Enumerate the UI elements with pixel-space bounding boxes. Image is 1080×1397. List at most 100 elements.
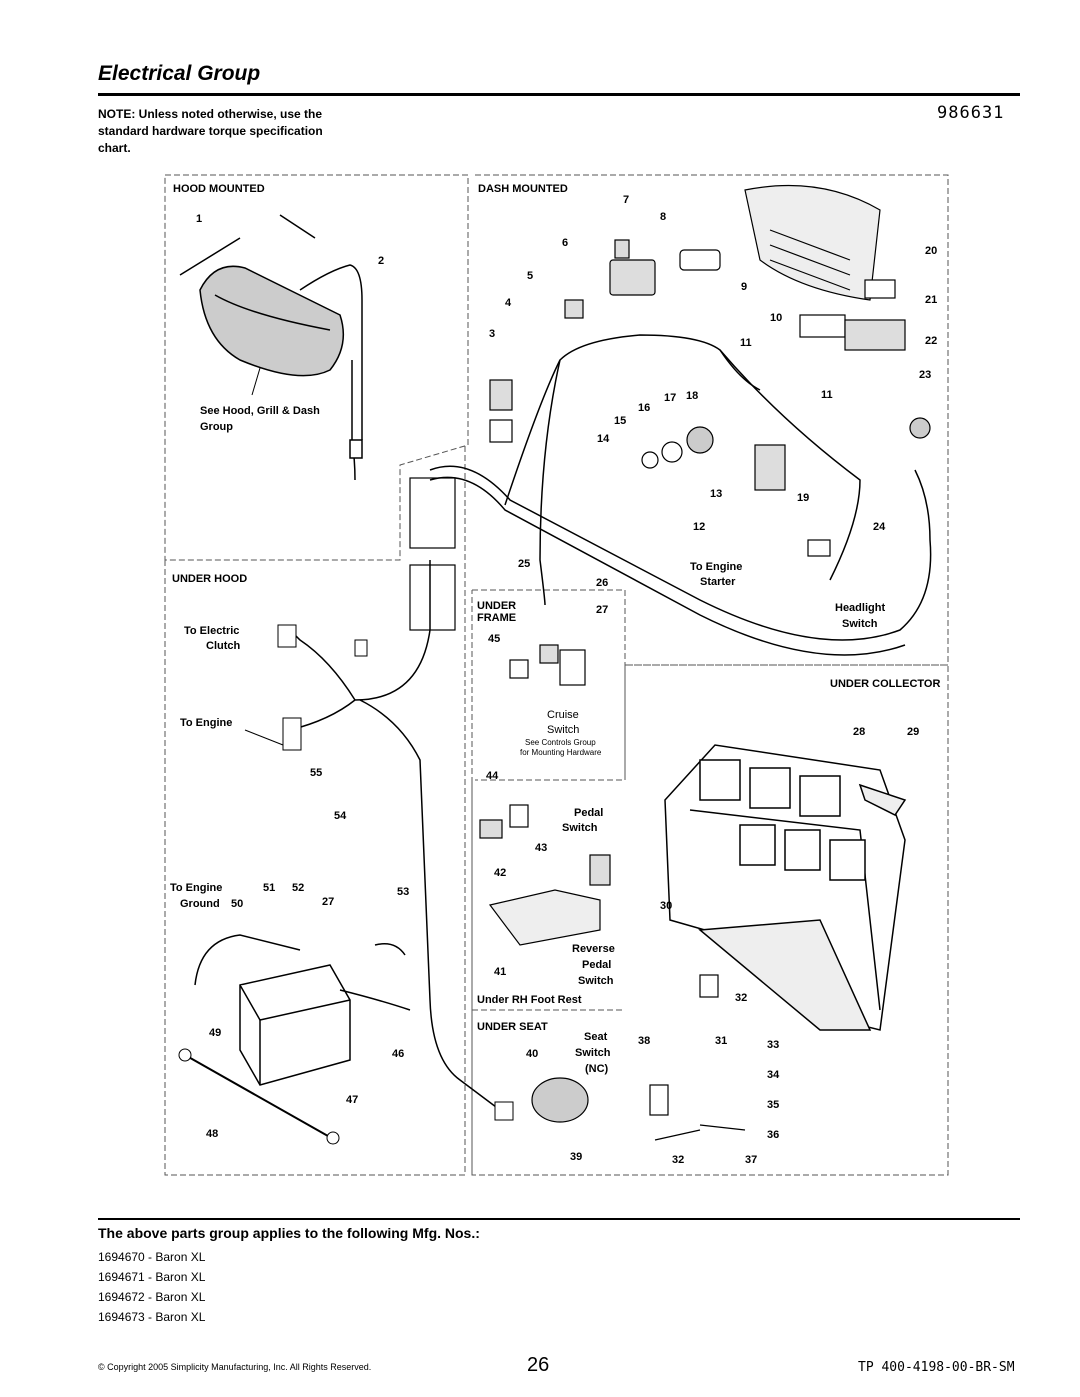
part-number-callouts: 1 2 3 4 5 6 7 8 9 10 11 11 12 13 14 15 1…	[196, 194, 937, 1166]
battery-rod	[184, 1054, 336, 1141]
page-title: Electrical Group	[98, 62, 261, 85]
hood-harness	[299, 264, 363, 481]
reverse-label-3: Switch	[578, 975, 614, 987]
part-number-callout: 12	[693, 521, 705, 533]
part-number-callout: 16	[638, 402, 650, 414]
part-number-callout: 36	[767, 1129, 779, 1141]
harness-plug	[494, 1101, 514, 1121]
part-number-callout: 35	[767, 1099, 779, 1111]
engine-connector	[282, 717, 302, 751]
model-item: 1694673 - Baron XL	[98, 1310, 206, 1324]
part-number-callout: 25	[518, 558, 530, 570]
dash-pod	[744, 184, 931, 557]
part-number-callout: 17	[664, 392, 676, 404]
part-number-callout: 39	[570, 1151, 582, 1163]
reverse-label-1: Reverse	[572, 943, 615, 955]
seat-hardware	[649, 974, 746, 1141]
section-dash-mounted: DASH MOUNTED	[478, 183, 568, 195]
part-number-callout: 55	[310, 767, 322, 779]
part-number-callout: 9	[741, 281, 747, 293]
under-rh-label: Under RH Foot Rest	[477, 994, 582, 1006]
part-number-callout: 33	[767, 1039, 779, 1051]
part-number-callout: 53	[397, 886, 409, 898]
dash-components	[409, 239, 786, 631]
part-number-callout: 27	[596, 604, 608, 616]
section-under-hood: UNDER HOOD	[172, 573, 247, 585]
see-controls-2: for Mounting Hardware	[520, 748, 602, 757]
to-engine-label: To Engine	[180, 717, 232, 729]
part-number-callout: 14	[597, 433, 610, 445]
see-hood-leader	[251, 367, 261, 396]
hood-connector	[354, 639, 368, 657]
part-number-callout: 52	[292, 882, 304, 894]
part-number-callout: 23	[919, 369, 931, 381]
part-number-callout: 13	[710, 488, 722, 500]
part-number-callout: 29	[907, 726, 919, 738]
part-number-callout: 32	[735, 992, 747, 1004]
rod-end-left	[178, 1048, 192, 1062]
part-number-callout: 26	[596, 577, 608, 589]
frame-switches	[479, 644, 611, 1123]
part-number-callout: 19	[797, 492, 809, 504]
battery	[194, 934, 411, 1086]
part-number-callout: 3	[489, 328, 495, 340]
part-number-callout: 30	[660, 900, 672, 912]
pedal-label-2: Switch	[562, 822, 598, 834]
see-hood-text-1: See Hood, Grill & Dash	[200, 405, 320, 417]
part-number-callout: 22	[925, 335, 937, 347]
seat-label-1: Seat	[584, 1031, 608, 1043]
part-number-callout: 8	[660, 211, 666, 223]
headlight-housing	[179, 214, 345, 377]
cruise-label-1: Cruise	[547, 709, 579, 721]
part-number-callout: 50	[231, 898, 243, 910]
seat-label-2: Switch	[575, 1047, 611, 1059]
model-item: 1694670 - Baron XL	[98, 1250, 206, 1264]
part-number-callout: 11	[740, 337, 752, 349]
section-under-frame-1: UNDER	[477, 600, 516, 612]
to-engine-ground-1: To Engine	[170, 882, 222, 894]
part-number-callout: 40	[526, 1048, 538, 1060]
section-hood-mounted: HOOD MOUNTED	[173, 183, 265, 195]
torque-note: NOTE: Unless noted otherwise, use the st…	[98, 107, 323, 155]
part-number-callout: 21	[925, 294, 937, 306]
part-number-callout: 27	[322, 896, 334, 908]
collector-frame	[664, 744, 907, 1031]
seat-label-3: (NC)	[585, 1063, 609, 1075]
reverse-label-2: Pedal	[582, 959, 611, 971]
part-number-callout: 28	[853, 726, 865, 738]
headlight-label-2: Switch	[842, 618, 878, 630]
part-number-callout: 7	[623, 194, 629, 206]
part-number-callout: 5	[527, 270, 533, 282]
part-number-callout: 2	[378, 255, 384, 267]
part-number-callout: 1	[196, 213, 202, 225]
part-number-callout: 34	[767, 1069, 780, 1081]
part-number-callout: 43	[535, 842, 547, 854]
part-number-callout: 20	[925, 245, 937, 257]
model-item: 1694672 - Baron XL	[98, 1290, 206, 1304]
starter-label-2: Starter	[700, 576, 736, 588]
part-number-callout: 45	[488, 633, 500, 645]
clutch-connector	[277, 624, 297, 648]
part-number-callout: 41	[494, 966, 506, 978]
headlight-label-1: Headlight	[835, 602, 885, 614]
part-number-callout: 18	[686, 390, 698, 402]
section-under-collector: UNDER COLLECTOR	[830, 678, 940, 690]
section-under-frame-2: FRAME	[477, 612, 516, 624]
starter-label-1: To Engine	[690, 561, 742, 573]
part-number-callout: 47	[346, 1094, 358, 1106]
tp-code: TP 400-4198-00-BR-SM	[858, 1360, 1015, 1375]
title-rule	[98, 93, 1020, 96]
part-number-callout: 42	[494, 867, 506, 879]
to-electric-label: To Electric	[184, 625, 239, 637]
page-number: 26	[527, 1354, 550, 1376]
part-number-callout: 4	[505, 297, 512, 309]
pedal-label-1: Pedal	[574, 807, 603, 819]
model-list: 1694670 - Baron XL 1694671 - Baron XL 16…	[98, 1247, 205, 1327]
main-harness	[289, 334, 932, 1111]
part-number-callout: 11	[821, 389, 833, 401]
part-number-callout: 49	[209, 1027, 221, 1039]
part-number-callout: 54	[334, 810, 347, 822]
part-number-callout: 32	[672, 1154, 684, 1166]
part-number-callout: 44	[486, 770, 499, 782]
rod-end-right	[326, 1131, 340, 1145]
